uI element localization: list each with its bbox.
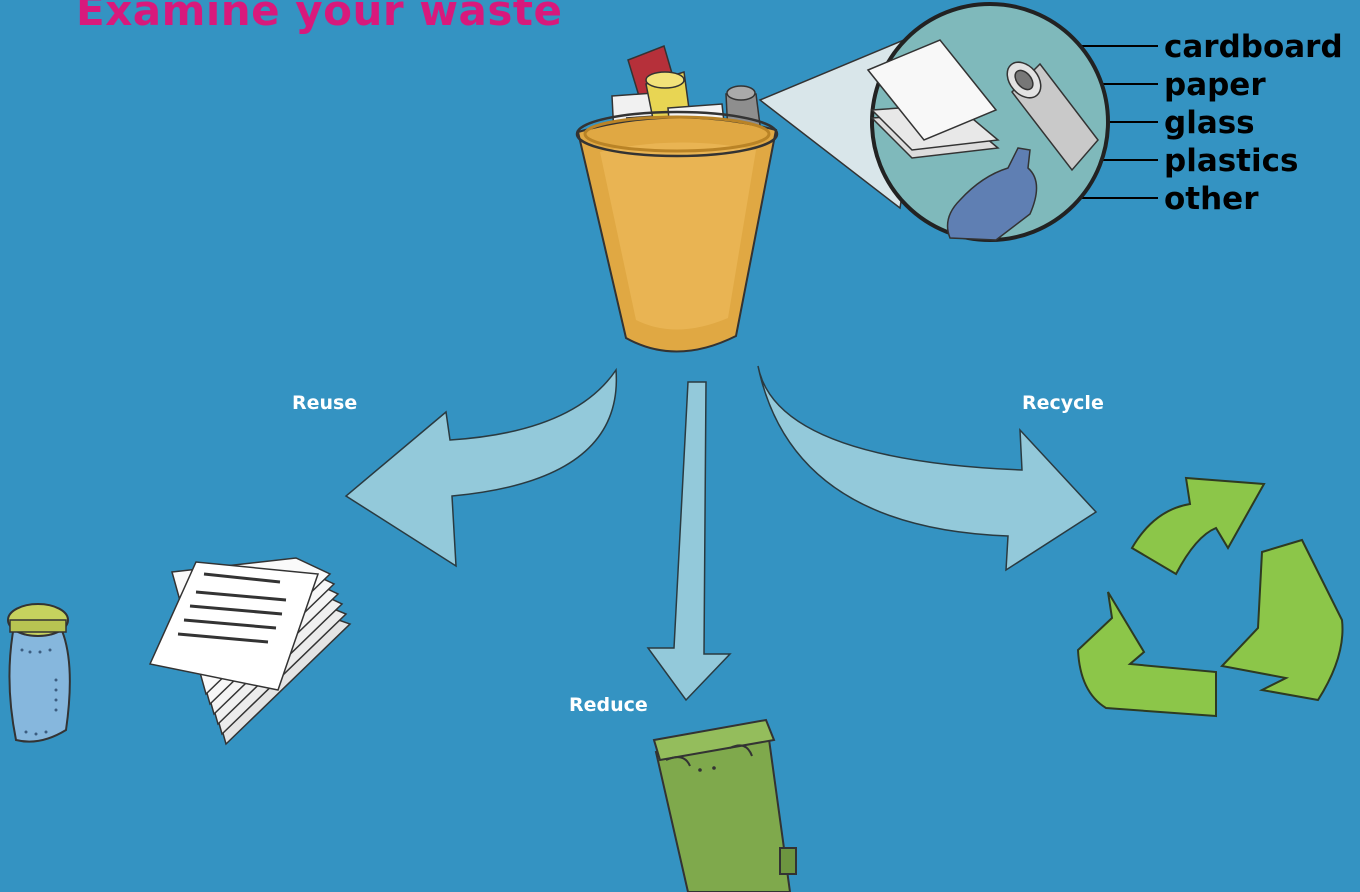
waste-bin-icon	[577, 46, 777, 352]
page-title: Examine your waste	[76, 0, 562, 35]
magnified-waste-icon	[868, 4, 1108, 240]
material-label-cardboard: cardboard	[1164, 32, 1343, 63]
wheelie-bin-icon	[654, 720, 796, 892]
material-label-glass: glass	[1164, 108, 1255, 139]
reduce-label: Reduce	[569, 694, 648, 716]
material-label-paper: paper	[1164, 70, 1266, 101]
material-label-other: other	[1164, 184, 1259, 215]
material-label-plastics: plastics	[1164, 146, 1298, 177]
reduce-arrow	[648, 382, 730, 700]
reuse-label: Reuse	[292, 392, 357, 414]
recycle-symbol-icon	[1078, 478, 1343, 716]
reuse-arrow	[346, 370, 616, 566]
jar-icon	[8, 604, 70, 742]
paper-stack-icon	[150, 558, 350, 744]
recycle-label: Recycle	[1022, 392, 1104, 414]
